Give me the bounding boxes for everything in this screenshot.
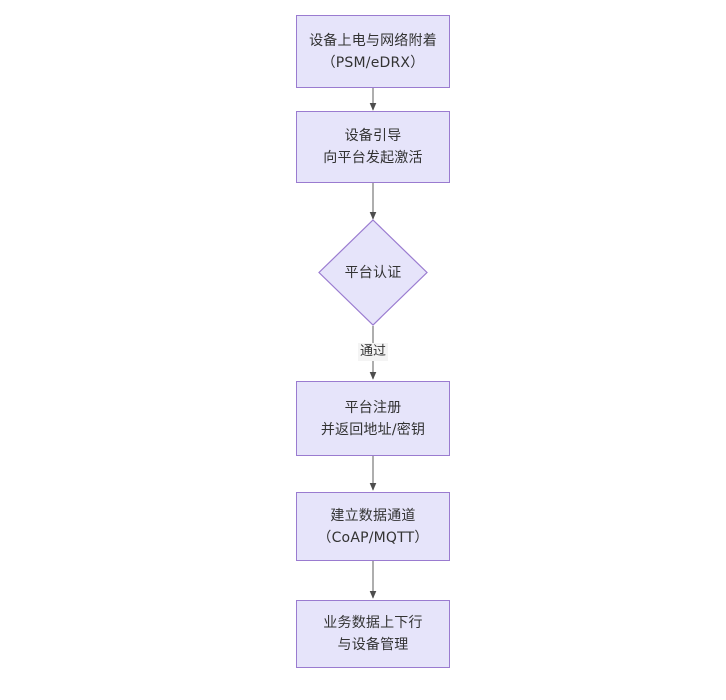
node-power-on-line2: （PSM/eDRX）: [321, 54, 425, 71]
node-platform-auth[interactable]: 平台认证: [318, 219, 428, 326]
node-data-channel-line2: （CoAP/MQTT）: [317, 529, 429, 546]
edge-label-pass: 通过: [357, 343, 389, 361]
node-bootstrap[interactable]: 设备引导 向平台发起激活: [296, 111, 450, 183]
node-bootstrap-line1: 设备引导: [344, 128, 402, 144]
node-service-data-line1: 业务数据上下行: [323, 615, 423, 631]
node-power-on-line1: 设备上电与网络附着: [309, 32, 437, 49]
node-bootstrap-line2: 向平台发起激活: [323, 150, 423, 166]
node-platform-auth-label: 平台认证: [344, 264, 402, 281]
node-platform-register-line2: 并返回地址/密钥: [320, 421, 426, 438]
node-power-on[interactable]: 设备上电与网络附着 （PSM/eDRX）: [296, 15, 450, 88]
node-data-channel[interactable]: 建立数据通道 （CoAP/MQTT）: [296, 492, 450, 561]
diamond-shape: [318, 219, 428, 326]
node-platform-register-line1: 平台注册: [344, 399, 402, 416]
node-data-channel-line1: 建立数据通道: [330, 507, 416, 524]
node-service-data-line2: 与设备管理: [337, 637, 409, 653]
node-platform-register[interactable]: 平台注册 并返回地址/密钥: [296, 381, 450, 456]
node-service-data[interactable]: 业务数据上下行 与设备管理: [296, 600, 450, 668]
